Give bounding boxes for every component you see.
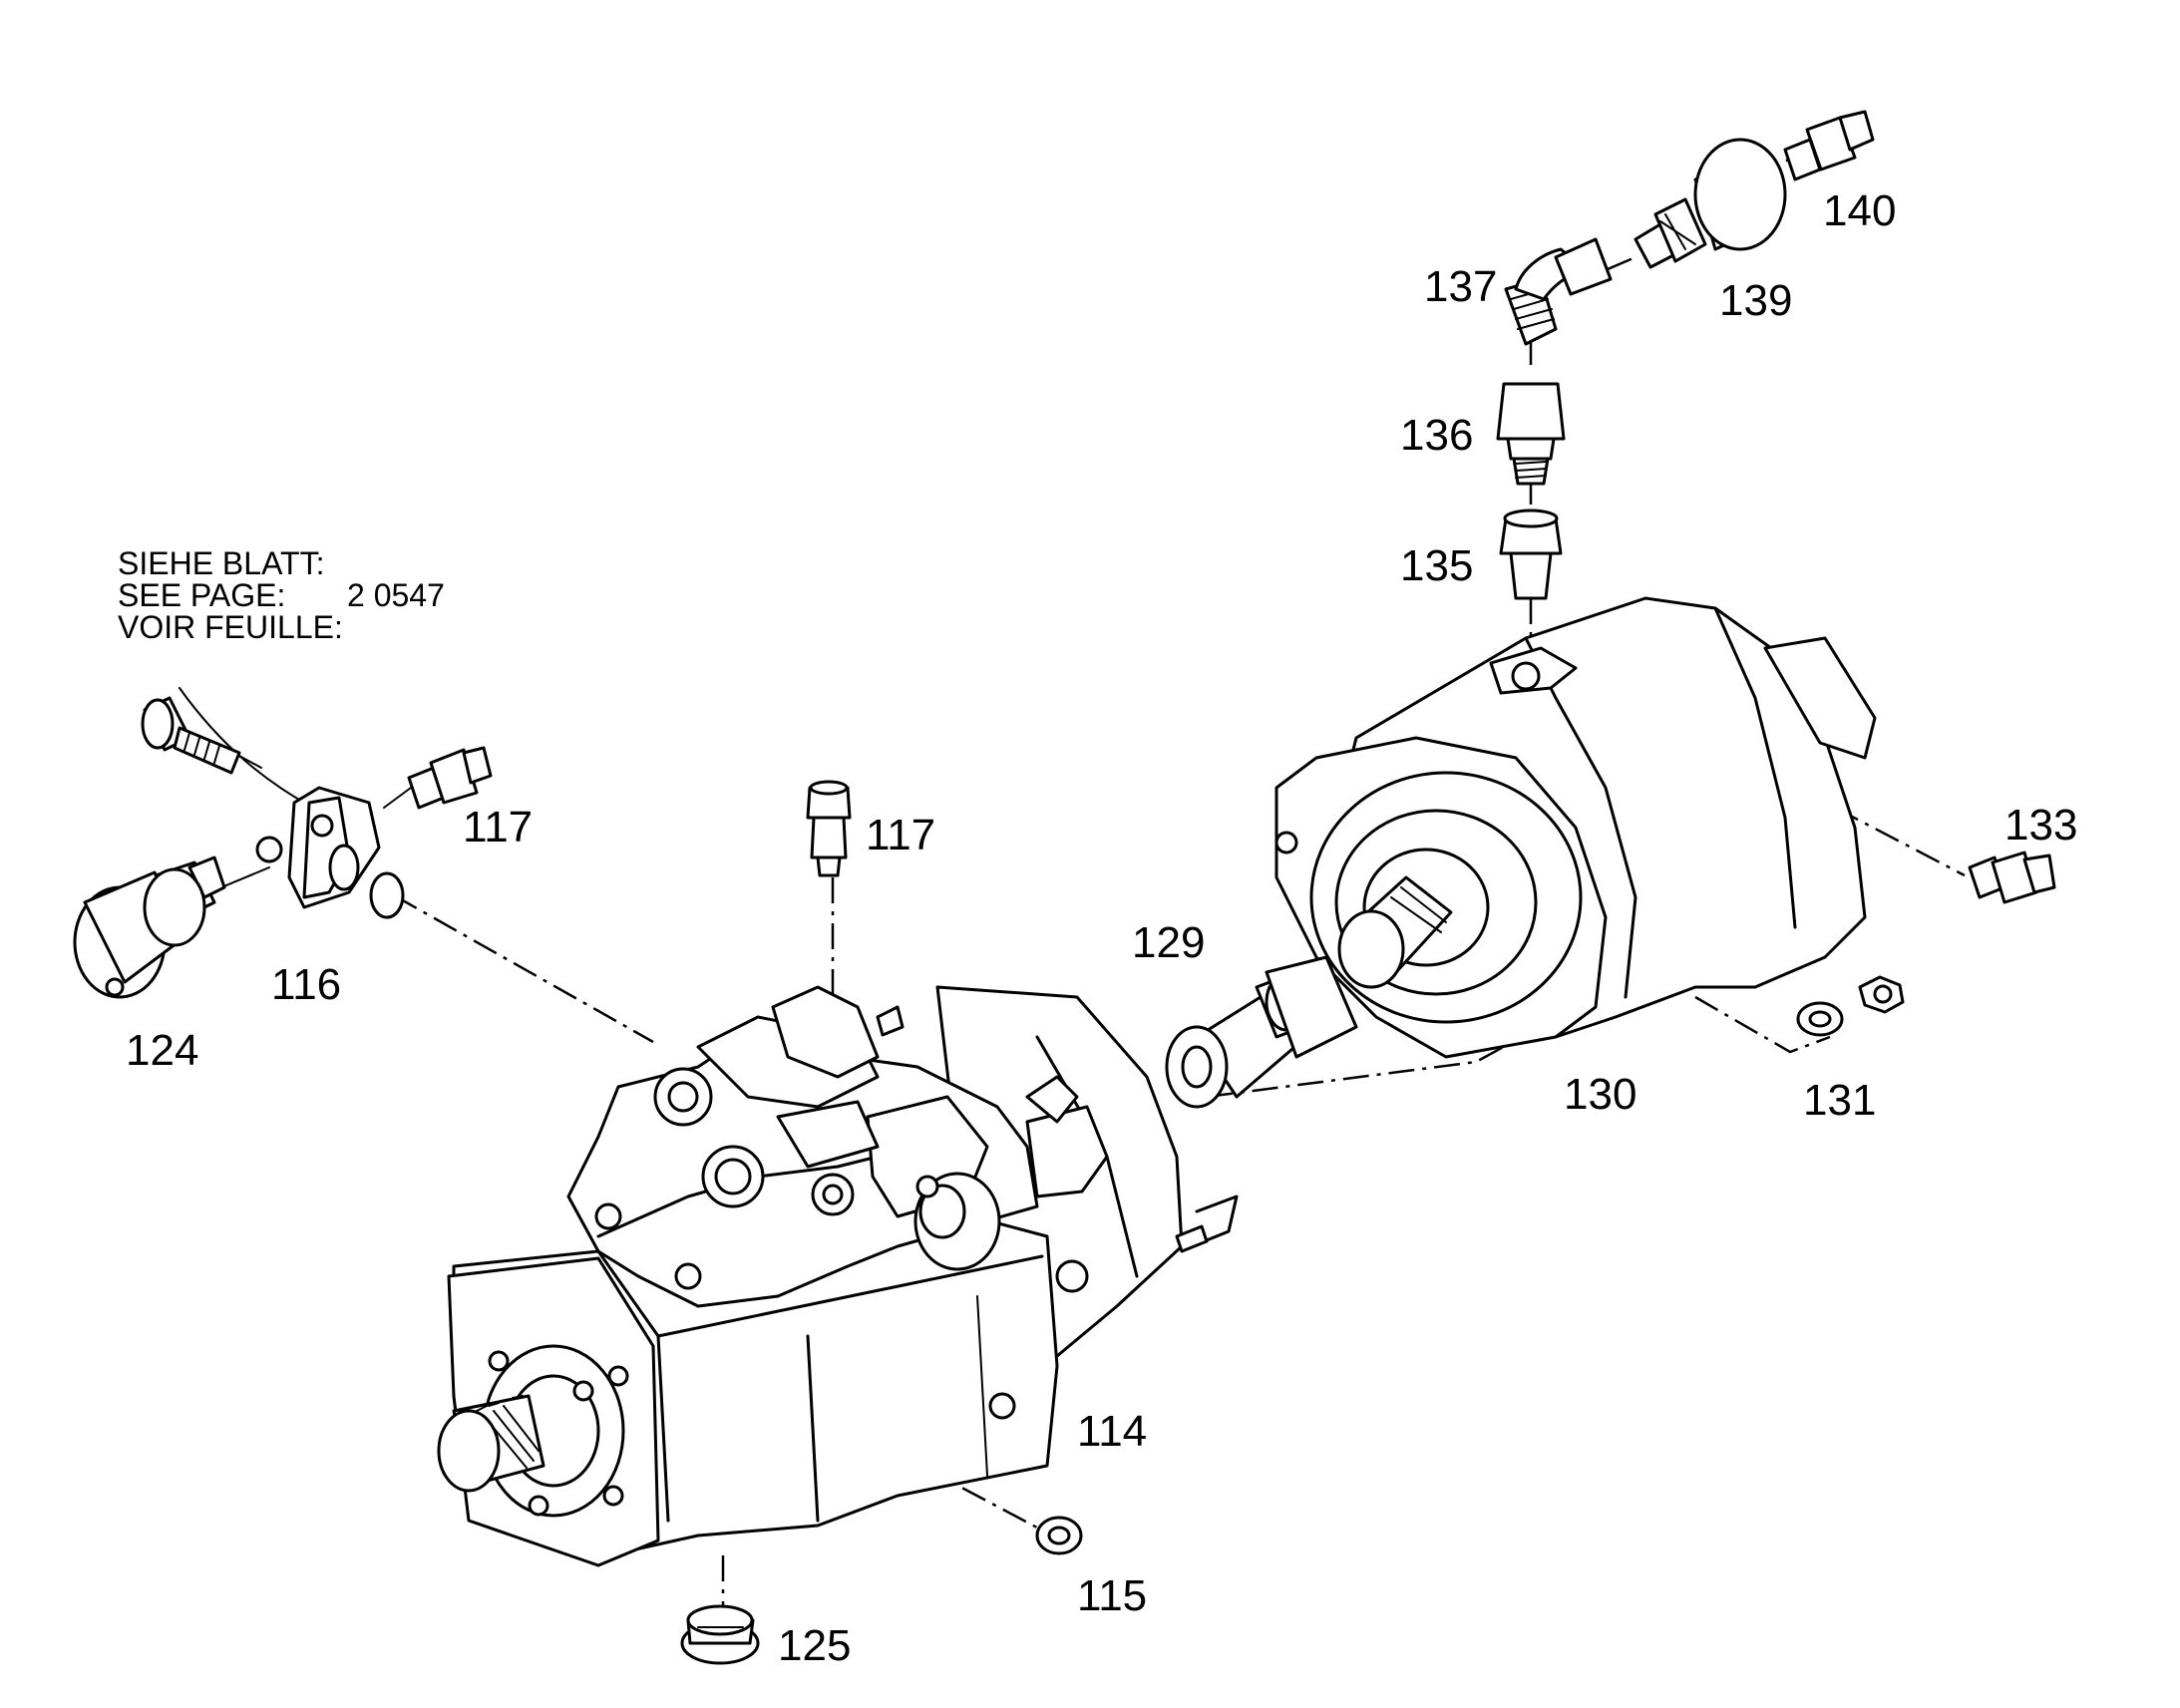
reference-page-number: 2 0547 bbox=[347, 577, 445, 613]
leader-117-left bbox=[383, 787, 412, 809]
secondary-pump-130 bbox=[1274, 596, 1877, 1059]
reference-line-2: SEE PAGE: bbox=[118, 577, 285, 613]
part-label-117-center[interactable]: 117 bbox=[866, 811, 935, 859]
part-label-136[interactable]: 136 bbox=[1400, 411, 1473, 460]
part-label-129[interactable]: 129 bbox=[1132, 918, 1205, 967]
part-115-washer bbox=[1035, 1516, 1083, 1555]
part-label-131[interactable]: 131 bbox=[1803, 1076, 1876, 1125]
fittings-column bbox=[1496, 237, 1613, 600]
part-125-plug bbox=[680, 1604, 760, 1665]
part-label-114[interactable]: 114 bbox=[1077, 1407, 1147, 1456]
part-labels: 140 139 137 136 135 133 129 130 131 117 … bbox=[126, 186, 2077, 1670]
part-label-139[interactable]: 139 bbox=[1719, 276, 1792, 325]
assembly-line-116-to-114 bbox=[393, 893, 654, 1044]
assembly-line-137-to-139 bbox=[1607, 255, 1636, 271]
part-label-117-left[interactable]: 117 bbox=[463, 803, 533, 852]
part-label-124[interactable]: 124 bbox=[126, 1026, 198, 1075]
reference-leader bbox=[179, 687, 305, 804]
reference-line-1: SIEHE BLATT: bbox=[118, 545, 324, 581]
assembly-line-130-to-133 bbox=[1834, 806, 1966, 877]
part-label-133[interactable]: 133 bbox=[2004, 801, 2077, 850]
part-129-sleeve bbox=[1165, 955, 1358, 1109]
reference-line-3: VOIR FEUILLE: bbox=[118, 609, 343, 645]
sub-assembly-116-124 bbox=[73, 696, 493, 999]
assembly-line-130-to-131 bbox=[1694, 995, 1831, 1054]
part-label-140[interactable]: 140 bbox=[1823, 186, 1896, 235]
part-label-115[interactable]: 115 bbox=[1077, 1571, 1147, 1620]
parts-131-washer-nut bbox=[1796, 975, 1905, 1037]
reference-note: SIEHE BLATT: SEE PAGE: 2 0547 VOIR FEUIL… bbox=[118, 545, 445, 645]
part-label-130[interactable]: 130 bbox=[1564, 1070, 1636, 1119]
part-label-116[interactable]: 116 bbox=[271, 960, 341, 1009]
part-label-135[interactable]: 135 bbox=[1400, 541, 1473, 590]
part-133-fitting bbox=[1968, 851, 2056, 904]
part-label-125[interactable]: 125 bbox=[778, 1621, 851, 1670]
parts-139-140 bbox=[1634, 110, 1875, 269]
part-label-137[interactable]: 137 bbox=[1424, 262, 1497, 311]
main-pump-114 bbox=[437, 985, 1239, 1567]
part-117-center-fitting bbox=[806, 780, 852, 877]
